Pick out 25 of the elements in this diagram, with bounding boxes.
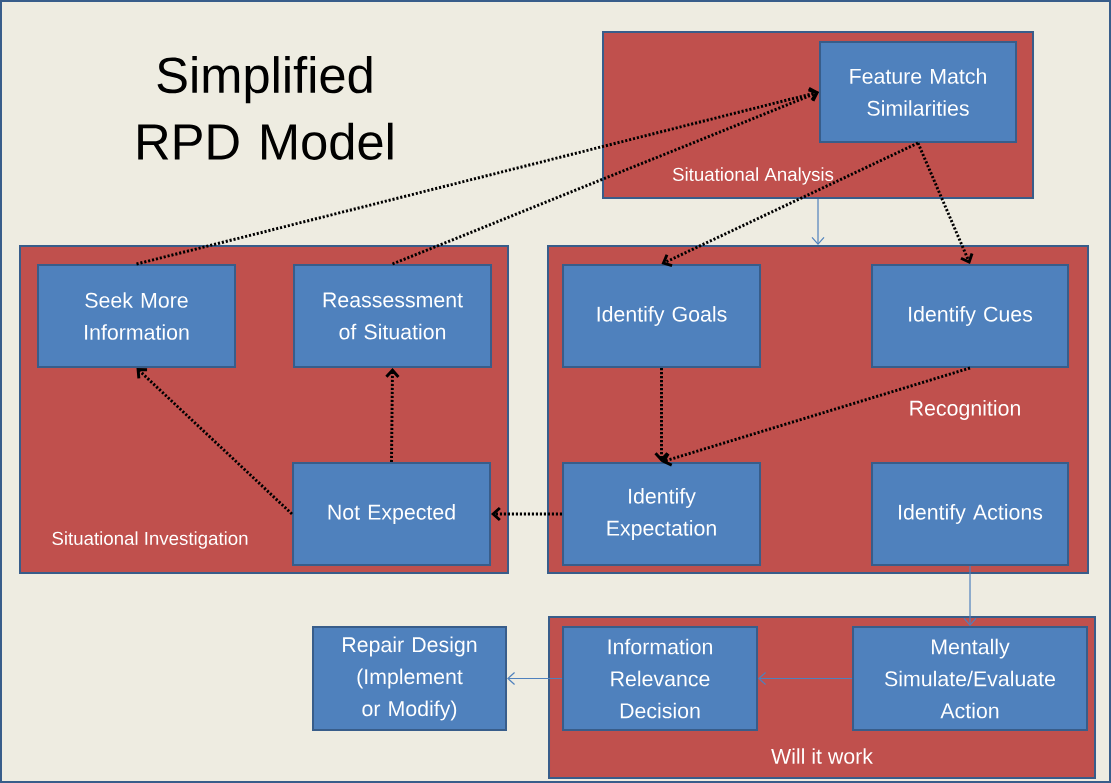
process-box: Identify Actions bbox=[871, 462, 1069, 566]
process-box: Reassessment of Situation bbox=[293, 264, 492, 368]
process-box: Identify Goals bbox=[562, 264, 761, 368]
arrow bbox=[654, 368, 669, 462]
process-box: Identify Expectation bbox=[562, 462, 761, 566]
arrow bbox=[661, 141, 919, 268]
arrow bbox=[507, 671, 563, 686]
arrow bbox=[136, 368, 293, 516]
arrow bbox=[385, 368, 400, 463]
arrow bbox=[491, 506, 562, 522]
arrow bbox=[758, 671, 853, 686]
process-box: Information Relevance Decision bbox=[562, 626, 758, 731]
title: Simplified RPD Model bbox=[138, 56, 393, 160]
arrow bbox=[811, 198, 825, 245]
process-box: Not Expected bbox=[292, 462, 491, 566]
arrow bbox=[963, 565, 977, 626]
arrow bbox=[661, 366, 971, 467]
arrow bbox=[136, 87, 819, 266]
arrow bbox=[916, 142, 974, 264]
process-box: Identify Cues bbox=[871, 264, 1069, 368]
process-box: Seek More Information bbox=[37, 264, 236, 368]
arrow bbox=[391, 88, 819, 266]
process-box: Mentally Simulate/Evaluate Action bbox=[852, 626, 1088, 731]
process-box: Repair Design (Implement or Modify) bbox=[312, 626, 507, 731]
process-box: Feature Match Similarities bbox=[819, 41, 1017, 143]
